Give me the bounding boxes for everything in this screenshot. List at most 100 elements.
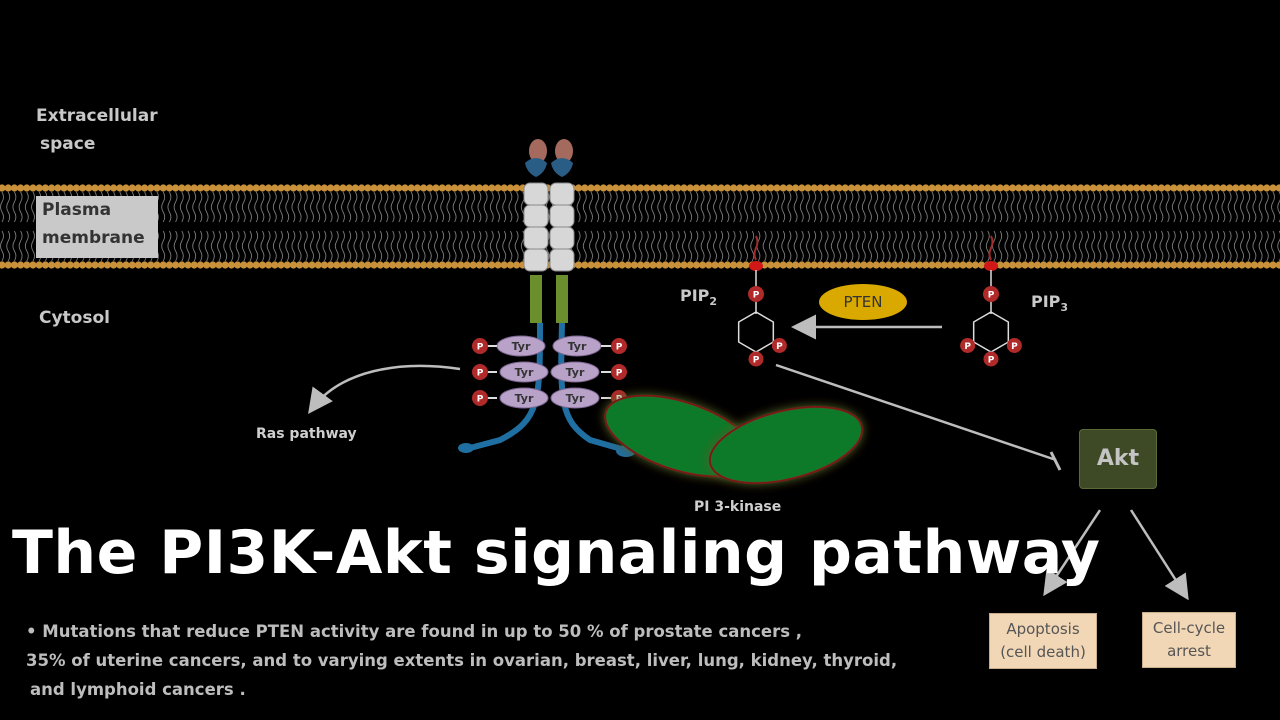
phosphate-label: P [616, 369, 623, 379]
lipid-head-outer [1188, 184, 1196, 192]
phosphate-label: P [964, 342, 971, 352]
lipid-head-outer [513, 184, 521, 192]
lipid-tails [0, 191, 1280, 262]
tyr-residue [499, 361, 549, 383]
pi3-kinase-label: PI 3-kinase [694, 499, 782, 515]
tyr-label: Tyr [512, 340, 531, 353]
ras-pathway-arrow [308, 364, 461, 415]
phosphate-label: P [988, 356, 995, 366]
lipid-head-outer [258, 184, 266, 192]
lipid-head-outer [333, 184, 341, 192]
lipid-head-inner [178, 261, 186, 269]
lipid-head-outer [4, 184, 12, 192]
receptor-segment [523, 226, 549, 250]
lipid-head-outer [159, 184, 167, 192]
pip3-label: PIP3 [1031, 292, 1069, 315]
lipid-head-outer [581, 184, 589, 192]
lipid-head-outer [209, 184, 217, 192]
lipid-head-outer [35, 184, 43, 192]
lipid-head-inner [940, 261, 949, 269]
lipid-head-outer [147, 184, 155, 192]
lipid-head-outer [1244, 184, 1252, 192]
lipid-head-inner [1195, 261, 1203, 269]
lipid-head-outer [680, 184, 688, 192]
phosphate [472, 338, 488, 354]
lipid-head-outer [841, 184, 849, 192]
lipid-head-inner [841, 261, 849, 269]
lipid-head-outer [1002, 184, 1011, 192]
lipid-head-outer [1058, 184, 1066, 192]
lipid-head-inner [17, 261, 25, 269]
lipid-head-outer [153, 184, 161, 192]
phosphate [611, 364, 627, 380]
plasma-membrane-bilayer [0, 184, 1280, 269]
lipid-head-inner [351, 261, 359, 269]
lipid-head-outer [761, 184, 769, 192]
lipid-head-inner [878, 261, 887, 269]
lipid-head-inner [190, 261, 198, 269]
lipid-head-inner [252, 261, 260, 269]
cytosol-label: Cytosol [39, 308, 110, 328]
lipid-head-inner [1002, 261, 1011, 269]
lipid-head-inner [860, 261, 868, 269]
tyr-label: Tyr [515, 366, 534, 379]
lipid-head-outer [1108, 184, 1116, 192]
lipid-head-inner [1219, 261, 1227, 269]
receptor-stalk [530, 275, 542, 323]
lipid-head-inner [1170, 261, 1178, 269]
lipid-head-outer [134, 184, 142, 192]
lipid-head-inner [345, 261, 353, 269]
lipid-head-inner [909, 261, 918, 269]
lipid-head-inner [717, 261, 725, 269]
lipid-head-outer [221, 184, 229, 192]
lipid-head-inner [692, 261, 701, 269]
lipid-head-outer [1139, 184, 1147, 192]
lipid-head-inner [953, 261, 961, 269]
lipid-head-outer [196, 184, 204, 192]
lipid-head-inner [128, 261, 136, 269]
lipid-head-inner [438, 261, 446, 269]
lipid-head-outer [909, 184, 918, 192]
lipid-head-inner [686, 261, 694, 269]
lipid-head-outer [996, 184, 1004, 192]
lipid-head-inner [184, 261, 192, 269]
lipid-head-outer [1164, 184, 1172, 192]
lipid-head-outer [785, 184, 794, 192]
lipid-head-inner [1157, 261, 1165, 269]
lipid-head-inner [116, 261, 124, 269]
lipid-head-outer [302, 184, 310, 192]
lipid-head-inner [54, 261, 62, 269]
lipid-head-inner [1021, 261, 1029, 269]
lipid-head-inner [35, 261, 43, 269]
lipid-head-outer [141, 184, 149, 192]
lipid-head-inner [227, 261, 235, 269]
lipid-head-inner [506, 261, 514, 269]
glycerol-head [984, 261, 998, 271]
lipid-head-outer [1219, 184, 1227, 192]
lipid-head-inner [196, 261, 204, 269]
lipid-head-inner [488, 261, 496, 269]
slide-title: The PI3K-Akt signaling pathway [12, 518, 1101, 588]
lipid-head-inner [246, 261, 254, 269]
lipid-head-inner [500, 261, 508, 269]
lipid-head-outer [1257, 184, 1265, 192]
lipid-head-outer [190, 184, 198, 192]
lipid-head-inner [457, 261, 465, 269]
lipid-head-inner [407, 261, 415, 269]
lipid-head-inner [302, 261, 310, 269]
lipid-head-outer [128, 184, 136, 192]
lipid-head-outer [829, 184, 837, 192]
lipid-head-inner [66, 261, 74, 269]
lipid-head-inner [798, 261, 806, 269]
lipid-head-outer [234, 184, 242, 192]
lipid-head-inner [159, 261, 167, 269]
lipid-head-outer [389, 184, 397, 192]
lipid-head-inner [1071, 261, 1079, 269]
lipid-head-inner [1064, 261, 1072, 269]
lipid-head-outer [426, 184, 434, 192]
tyr-label: Tyr [566, 392, 585, 405]
lipid-head-inner [971, 261, 980, 269]
lipid-head-inner [816, 261, 825, 269]
lipid-head-inner [1102, 261, 1110, 269]
